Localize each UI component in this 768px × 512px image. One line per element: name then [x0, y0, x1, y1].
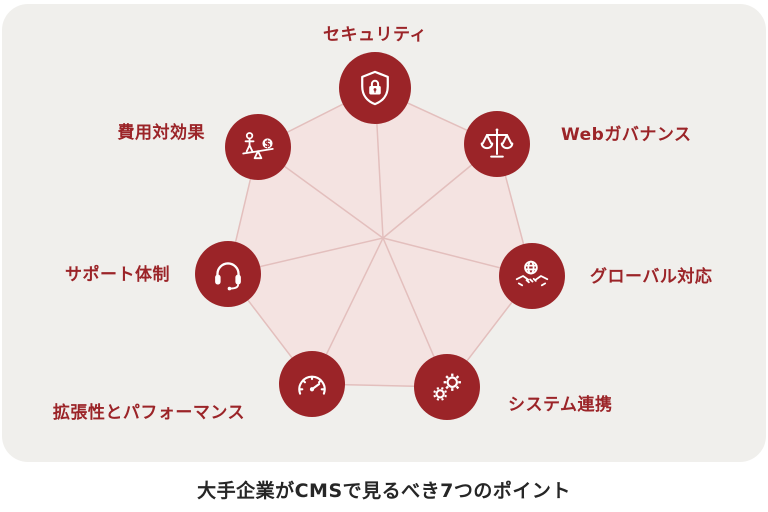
- gauge-icon: [298, 375, 326, 395]
- node-support: [195, 241, 261, 307]
- person-coin-balance-icon: $: [242, 132, 274, 160]
- node-scalability-performance: [279, 351, 345, 417]
- node-cost-effectiveness: $: [225, 114, 291, 180]
- label-system-integration: システム連携: [508, 395, 613, 415]
- node-system-integration: [414, 354, 480, 420]
- shield-lock-icon: [361, 70, 389, 106]
- svg-text:$: $: [264, 139, 271, 150]
- label-web-governance: Webガバナンス: [561, 125, 692, 145]
- label-security: セキュリティ: [323, 25, 427, 45]
- diagram-card: $ セキュリティ Webガバナンス グローバル対応 システム連携 拡張性とパフォ…: [2, 4, 766, 462]
- handshake-globe-icon: [515, 260, 549, 287]
- headset-icon: [215, 262, 241, 291]
- label-scalability-performance: 拡張性とパフォーマンス: [52, 403, 245, 423]
- label-cost-effectiveness: 費用対効果: [117, 123, 205, 143]
- label-support: サポート体制: [65, 265, 170, 285]
- scales-icon: [480, 128, 514, 158]
- node-global: [499, 243, 565, 309]
- gears-icon: [433, 373, 461, 401]
- page-title: 大手企業がCMSで見るべき7つのポイント: [197, 480, 571, 502]
- node-web-governance: [464, 111, 530, 177]
- node-security: [339, 52, 411, 124]
- label-global: グローバル対応: [590, 267, 713, 287]
